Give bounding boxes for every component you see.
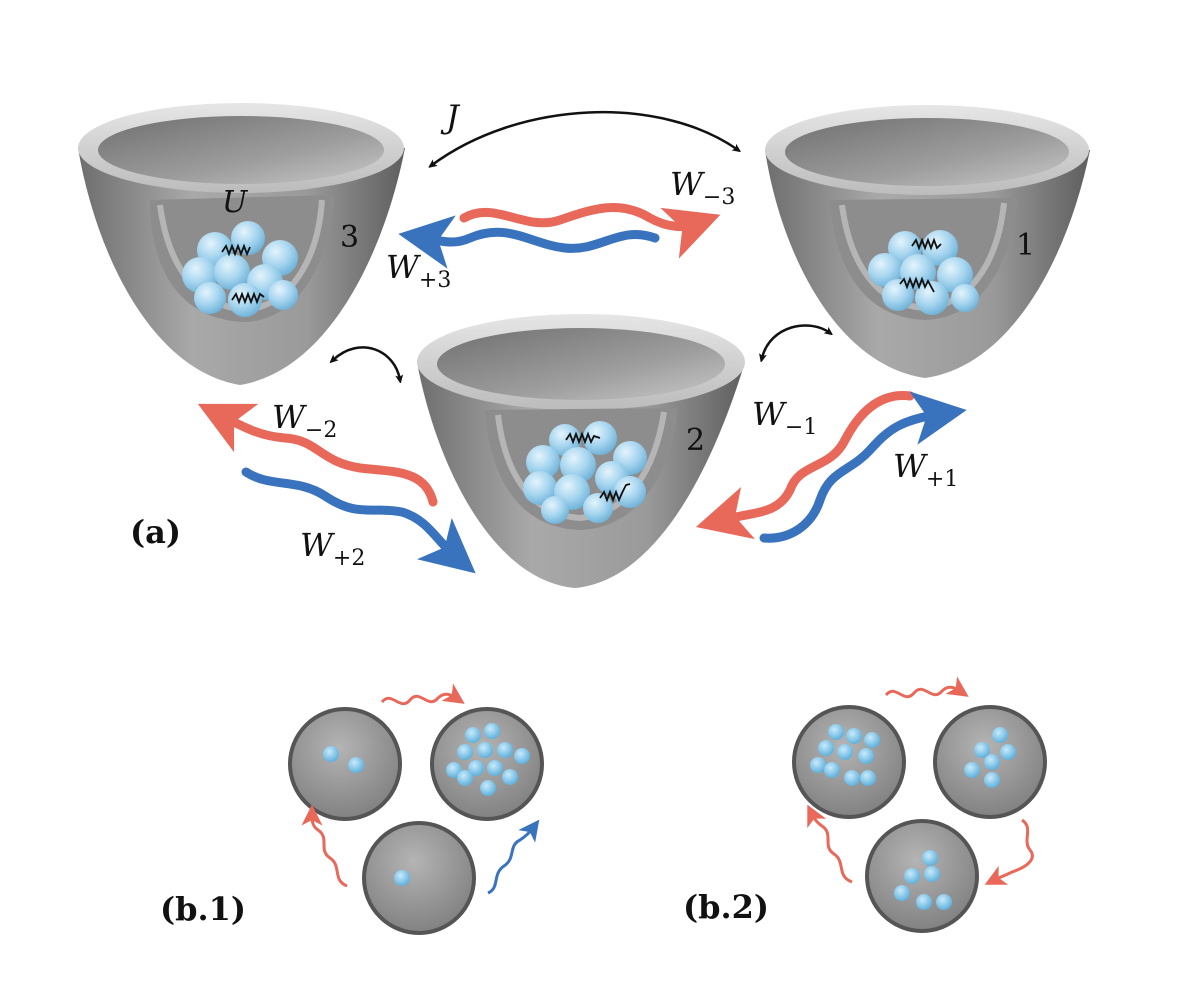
loss-arrow-w-minus-1 xyxy=(695,391,915,540)
particles-b1-bottom xyxy=(394,870,410,886)
gain-arrow-w-plus-3 xyxy=(398,215,660,269)
loss-arrow-w-minus-3 xyxy=(459,202,721,259)
rate-label-w-plus-1: W+1 xyxy=(893,447,958,492)
site-disk-left xyxy=(288,707,402,821)
loss-arrow-w-minus-2 xyxy=(197,403,438,507)
loss-arrow-b2-right xyxy=(984,818,1034,885)
particles-b2-right xyxy=(964,727,1016,788)
site-2-label: 2 xyxy=(686,423,705,458)
gain-arrow-b1-right xyxy=(487,819,540,895)
particles-b1-left xyxy=(323,746,364,773)
rate-label-w-minus-1: W−1 xyxy=(752,395,817,440)
particles-b2-left xyxy=(810,724,880,786)
spring-icon xyxy=(565,431,601,445)
particle-cluster-site-1 xyxy=(868,230,979,315)
panel-b1-label: (b.1) xyxy=(160,890,246,928)
panel-a: 3 U 1 xyxy=(78,98,1090,588)
particle-cluster-site-2 xyxy=(523,421,647,524)
site-disk-left xyxy=(792,705,906,819)
panel-b2: (b.2) xyxy=(683,676,1047,933)
hopping-arrow-21 xyxy=(762,324,830,358)
loss-arrow-b2-left xyxy=(807,804,853,884)
rate-label-w-minus-2: W−2 xyxy=(272,398,337,443)
well-site-1: 1 xyxy=(765,105,1090,378)
panel-b2-label: (b.2) xyxy=(683,888,769,926)
gain-arrow-w-plus-1 xyxy=(759,391,967,543)
site-1-label: 1 xyxy=(1016,228,1035,263)
spring-icon xyxy=(899,276,935,293)
site-disk-bottom xyxy=(362,821,476,935)
panel-b1: (b.1) xyxy=(160,683,544,935)
gain-arrow-w-plus-2 xyxy=(241,467,476,574)
site-disk-bottom xyxy=(865,819,979,933)
spring-icon xyxy=(221,243,251,257)
spring-icon xyxy=(599,483,631,503)
hopping-J-label: J xyxy=(440,98,461,136)
spring-icon xyxy=(911,237,942,251)
interaction-U-label: U xyxy=(222,185,249,220)
rate-label-w-plus-3: W+3 xyxy=(386,248,451,293)
rate-label-w-minus-3: W−3 xyxy=(670,165,735,210)
loss-arrow-b1-top xyxy=(380,683,465,706)
particles-b2-bottom xyxy=(894,850,952,910)
loss-arrow-b1-left xyxy=(301,804,348,888)
rate-label-w-plus-2: W+2 xyxy=(300,526,365,571)
site-disk-right xyxy=(430,707,544,821)
site-3-label: 3 xyxy=(340,220,359,255)
panel-a-label: (a) xyxy=(130,513,181,551)
loss-arrow-b2-top xyxy=(884,676,969,699)
well-site-3: 3 U xyxy=(78,103,405,385)
spring-icon xyxy=(231,291,265,305)
hopping-arrow-32 xyxy=(333,346,400,380)
well-site-2: 2 xyxy=(417,314,745,588)
hopping-arrow-J xyxy=(432,110,738,165)
particles-b1-right xyxy=(446,723,530,796)
